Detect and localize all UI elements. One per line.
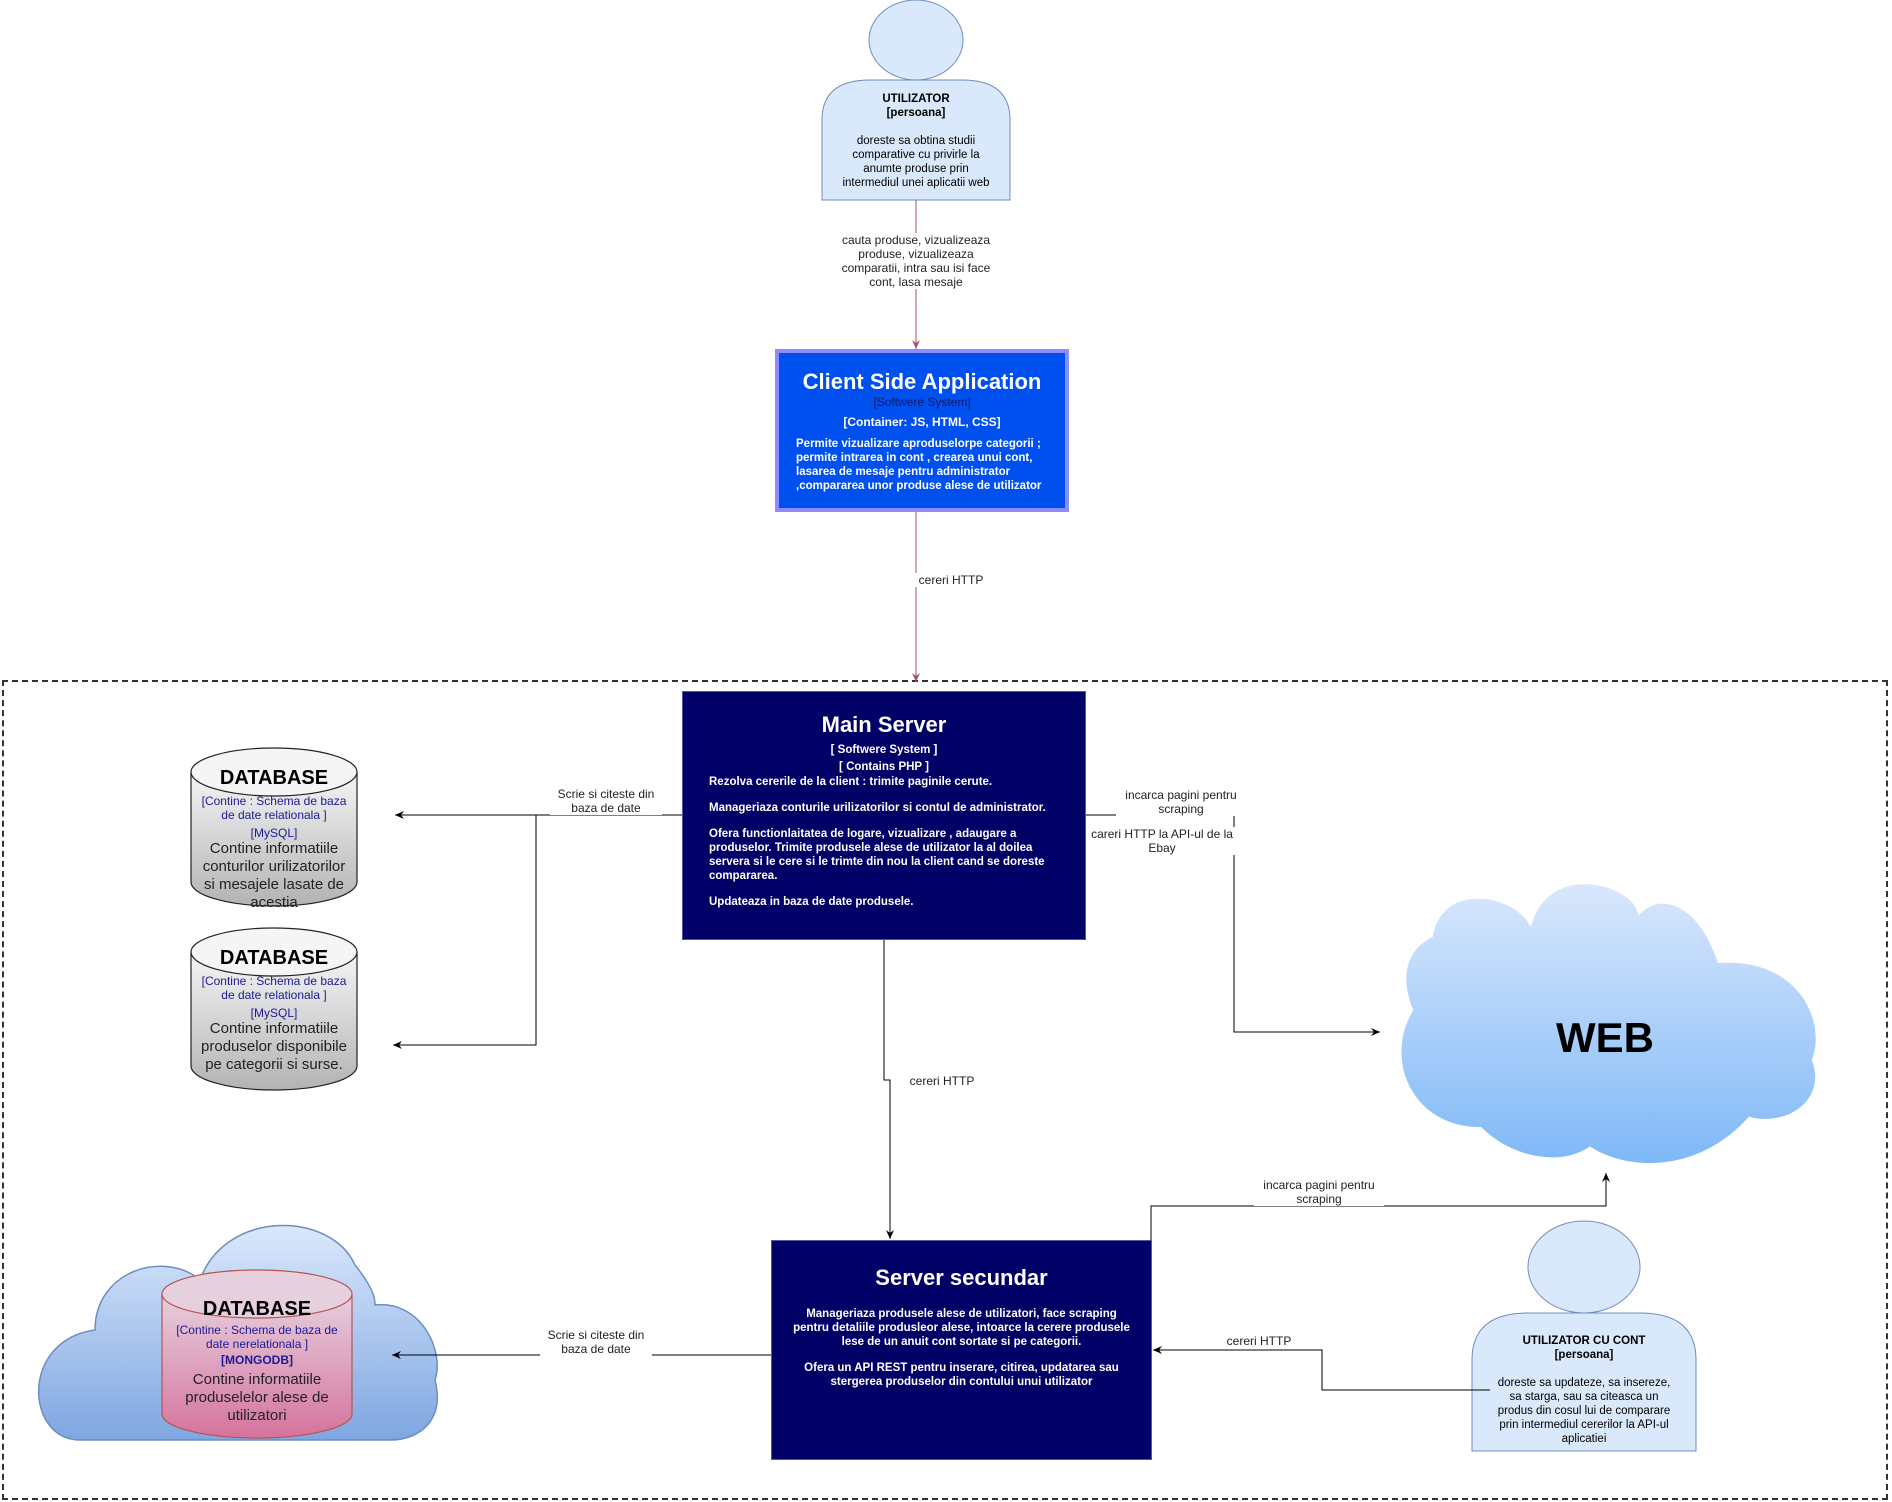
db-products-tech-name: [MySQL] (250, 1006, 298, 1020)
main-server-para-1: Rezolva cererile de la client : trimite … (709, 776, 993, 788)
person-user-title: UTILIZATOR (882, 93, 950, 105)
db-mongo-shape (161, 1269, 353, 1439)
person-user-account-description: doreste sa updateze, sa insereze, sa sta… (1497, 1377, 1671, 1445)
db-accounts-description: Contine informatiile conturilor urilizat… (202, 840, 346, 911)
db-accounts-tech-name: [MySQL] (250, 826, 298, 840)
system-boundary (2, 680, 1888, 1500)
person-user-account-title: UTILIZATOR CU CONT (1522, 1335, 1646, 1347)
person-user-account: UTILIZATOR CU CONT [persoana] doreste sa… (1476, 1334, 1692, 1446)
main-server-para-4: Updateaza in baza de date produsele. (709, 896, 914, 908)
edge-label-main-to-db: Scrie si citeste din baza de date (550, 787, 662, 815)
person-user: UTILIZATOR [persoana] doreste sa obtina … (826, 92, 1006, 190)
person-user-shape (821, 0, 1011, 201)
edge-label-user-to-client: cauta produse, vizualizeaza produse, viz… (836, 233, 996, 289)
edge-label-secundar-to-web: incarca pagini pentru scraping (1254, 1178, 1384, 1206)
main-server-subtitle: [ Softwere System ] (830, 744, 938, 756)
edge-label-main-to-secundar: cereri HTTP (906, 1074, 978, 1088)
client-side-application: Client Side Application [Softwere System… (775, 349, 1069, 512)
db-mongo-tech: [Contine : Schema de baza de date nerela… (176, 1323, 338, 1351)
server-secundar-para-2: Ofera un API REST pentru inserare, citir… (804, 1362, 1119, 1388)
db-accounts-title: DATABASE (219, 767, 329, 789)
db-mongo-description: Contine informatiile produselelor alese … (185, 1371, 329, 1424)
server-secundar: Server secundar Manageriaza produsele al… (771, 1240, 1152, 1460)
person-user-account-type: [persoana] (1554, 1349, 1614, 1361)
person-user-type: [persoana] (886, 107, 946, 119)
main-server-container: [ Contains PHP ] (839, 761, 929, 773)
server-secundar-para-1: Manageriaza produsele alese de utilizato… (793, 1308, 1130, 1348)
db-products-tech: [Contine : Schema de baza de date relati… (201, 974, 347, 1002)
client-app-description: Permite vizualizare aproduselorpe catego… (796, 438, 1042, 492)
main-server-title: Main Server (821, 712, 947, 737)
edge-label-secundar-to-mongo: Scrie si citeste din baza de date (540, 1328, 652, 1356)
edge-label-main-to-web-scraping: incarca pagini pentru scraping (1116, 788, 1246, 816)
db-products-shape (190, 927, 358, 1091)
db-products: DATABASE [Contine : Schema de baza de da… (200, 947, 348, 1074)
server-secundar-title: Server secundar (875, 1265, 1048, 1290)
db-accounts: DATABASE [Contine : Schema de baza de da… (200, 767, 348, 912)
db-mongo: DATABASE [Contine : Schema de baza de da… (172, 1298, 342, 1425)
db-accounts-tech: [Contine : Schema de baza de date relati… (201, 794, 347, 822)
web-cloud-shape (1395, 878, 1822, 1170)
edge-label-client-to-main: cereri HTTP (915, 573, 987, 587)
main-server: Main Server [ Softwere System ] [ Contai… (682, 691, 1086, 940)
client-app-subtitle: [Softwere System] (873, 395, 971, 409)
db-mongo-tech-name: [MONGODB] (221, 1353, 293, 1367)
edge-label-user-account-to-secundar: cereri HTTP (1222, 1334, 1296, 1348)
db-products-title: DATABASE (219, 947, 329, 969)
client-app-container: [Container: JS, HTML, CSS] (843, 415, 1001, 429)
db-accounts-shape (190, 747, 358, 907)
db-mongo-title: DATABASE (202, 1298, 312, 1320)
web-label: WEB (1556, 1014, 1654, 1061)
person-user-description: doreste sa obtina studii comparative cu … (842, 135, 990, 189)
edge-label-main-to-web-api: careri HTTP la API-ul de la Ebay (1088, 827, 1236, 855)
main-server-para-3: Ofera functionlaitatea de logare, vizual… (709, 828, 1045, 882)
main-server-para-2: Manageriaza conturile urilizatorilor si … (709, 802, 1046, 814)
person-user-account-shape (1471, 1220, 1697, 1452)
db-products-description: Contine informatiile produselor disponib… (201, 1020, 347, 1073)
client-app-title: Client Side Application (802, 369, 1042, 394)
